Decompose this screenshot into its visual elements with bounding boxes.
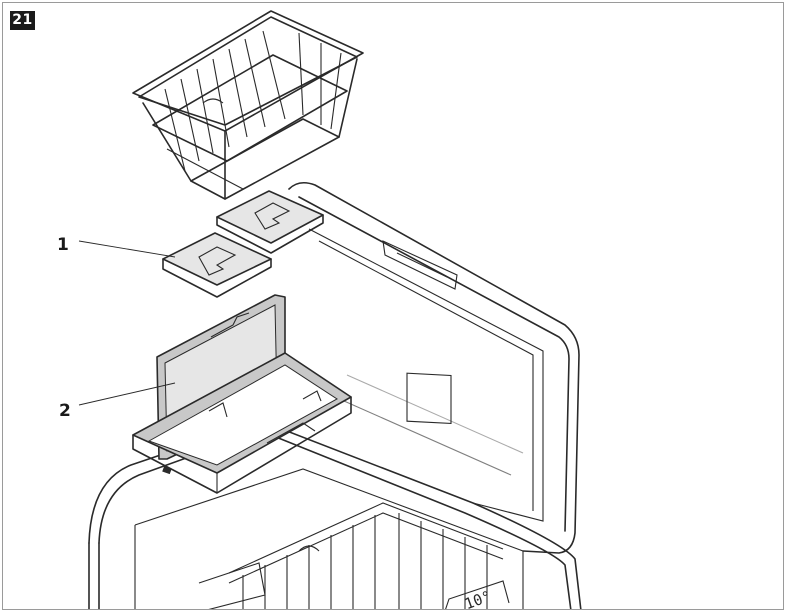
display-readout: 10°: [462, 587, 494, 610]
lower-basket: [229, 503, 503, 610]
callout-label-2: 2: [59, 401, 71, 421]
cold-packs: [163, 191, 323, 297]
figure-frame: 21: [2, 2, 784, 610]
freezer-lid: [289, 183, 579, 553]
storage-tray: [133, 295, 351, 493]
freezer-accessory-diagram: 10°: [3, 3, 784, 610]
leader-line-1: [79, 241, 175, 257]
wire-basket: [133, 11, 363, 199]
callout-label-1: 1: [57, 235, 69, 255]
